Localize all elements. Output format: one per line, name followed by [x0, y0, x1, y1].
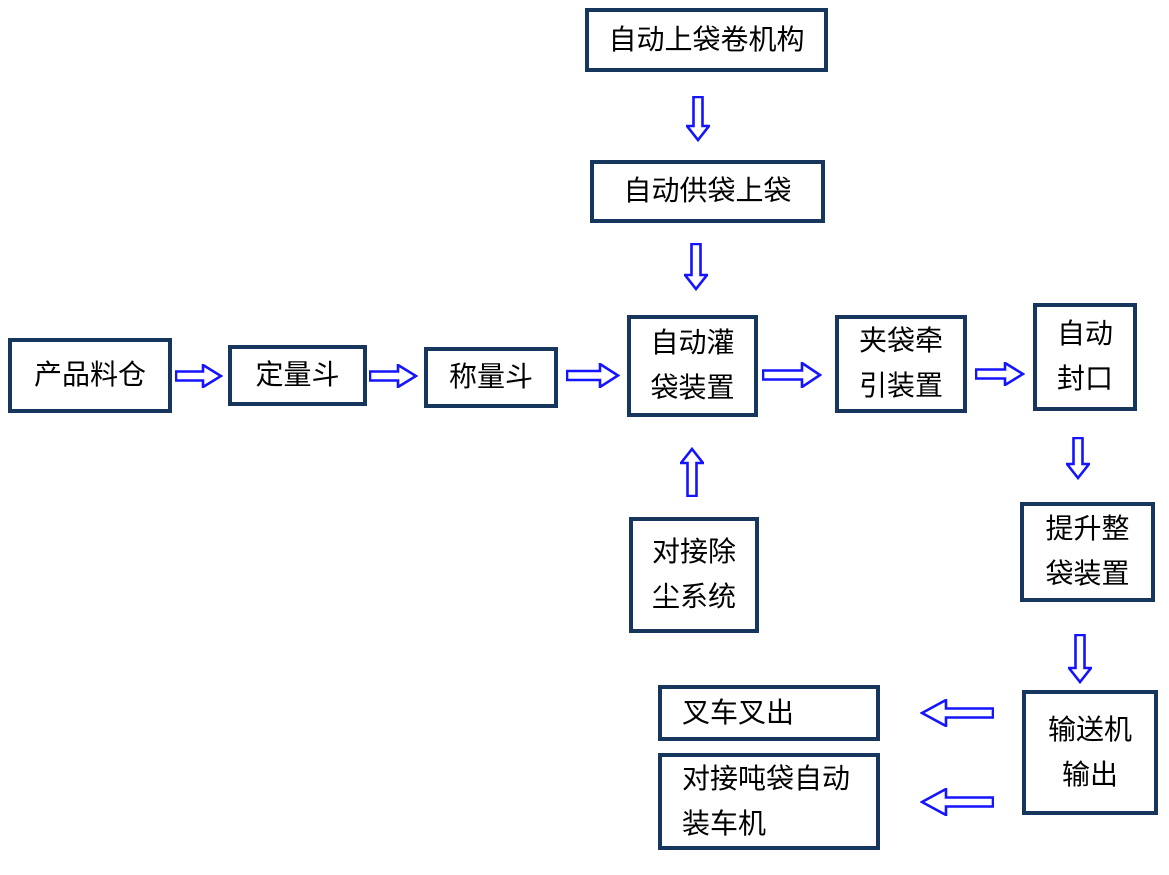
- node-weighing-hopper: 称量斗: [424, 347, 558, 408]
- node-product-silo: 产品料仓: [8, 338, 172, 413]
- node-label: 叉车叉出: [682, 697, 795, 729]
- flow-arrow-down-icon: [684, 243, 708, 291]
- node-auto-filling-device: 自动灌 袋装置: [627, 315, 758, 417]
- flow-arrow-down-icon: [1068, 634, 1092, 684]
- flow-arrow-right-icon: [762, 362, 822, 388]
- flow-arrow-right-icon: [175, 364, 223, 388]
- node-label: 输送机: [1047, 714, 1132, 746]
- node-label: 袋装置: [650, 373, 735, 404]
- node-label: 自动灌: [650, 328, 735, 359]
- node-label: 装车机: [682, 808, 767, 840]
- flow-arrow-right-icon: [566, 363, 620, 388]
- flow-arrow-down-icon: [1066, 437, 1090, 480]
- flow-arrow-up-icon: [680, 447, 704, 497]
- node-label: 称量斗: [448, 362, 533, 393]
- node-auto-bag-roll-mechanism: 自动上袋卷机构: [585, 8, 828, 72]
- node-label: 自动: [1056, 319, 1113, 350]
- flow-arrow-left-icon: [920, 788, 994, 816]
- node-label: 尘系统: [651, 582, 736, 613]
- node-label: 夹袋牵: [858, 326, 943, 357]
- node-auto-bag-supply: 自动供袋上袋: [590, 160, 825, 223]
- node-label: 封口: [1056, 364, 1113, 395]
- node-label: 定量斗: [255, 360, 340, 391]
- flow-arrow-left-icon: [920, 699, 994, 727]
- node-label: 自动上袋卷机构: [608, 24, 805, 56]
- node-label: 对接除: [651, 537, 736, 568]
- node-bag-lifting-device: 提升整 袋装置: [1020, 502, 1155, 602]
- node-label: 产品料仓: [33, 360, 146, 391]
- node-label: 提升整: [1045, 514, 1130, 545]
- node-forklift-out: 叉车叉出: [658, 685, 880, 741]
- flow-arrow-right-icon: [369, 364, 418, 388]
- node-ton-bag-truck-loader: 对接吨袋自动 装车机: [658, 753, 880, 850]
- node-label: 自动供袋上袋: [623, 176, 792, 207]
- node-label: 对接吨袋自动: [682, 763, 851, 795]
- node-label: 引装置: [858, 371, 943, 402]
- flow-arrow-down-icon: [686, 96, 710, 142]
- node-label: 袋装置: [1045, 559, 1130, 590]
- flow-arrow-right-icon: [975, 362, 1025, 386]
- node-auto-sealing: 自动 封口: [1033, 303, 1137, 411]
- node-bag-clamping-pulling-device: 夹袋牵 引装置: [835, 315, 967, 413]
- node-conveyor-output: 输送机 输出: [1022, 690, 1158, 815]
- node-dust-removal-system: 对接除 尘系统: [629, 517, 759, 633]
- node-label: 输出: [1061, 759, 1118, 791]
- node-dosing-hopper: 定量斗: [228, 345, 367, 406]
